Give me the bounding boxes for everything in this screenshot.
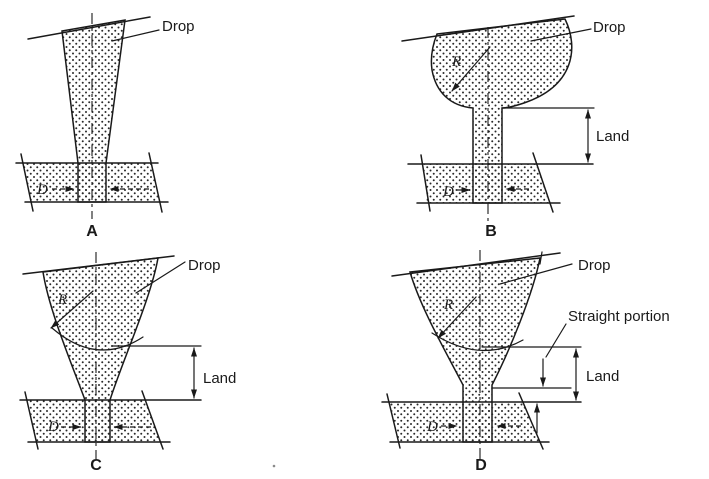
plate-right-edge	[148, 152, 163, 213]
mold-plate	[424, 164, 549, 203]
drop-leader-line	[135, 261, 186, 294]
mold-plate	[28, 400, 160, 442]
diameter-label: D	[36, 182, 48, 198]
drop-label: Drop	[593, 19, 626, 36]
plate-left-edge	[420, 154, 431, 212]
drop-leader-line	[530, 28, 592, 42]
straight-portion-label: Straight portion	[568, 308, 670, 325]
drop-label: Drop	[162, 18, 195, 35]
radius-arc	[51, 327, 144, 351]
plate-left-edge	[386, 393, 401, 449]
parting-surface-line	[27, 16, 151, 40]
drop-edge-tick	[539, 251, 543, 265]
panel-letter: A	[86, 223, 98, 240]
panel-letter: D	[475, 457, 487, 474]
mold-plate	[390, 402, 540, 442]
drop-leader-line	[499, 263, 573, 285]
plate-right-edge	[141, 390, 164, 450]
diameter-label: D	[426, 419, 438, 435]
parting-surface-line	[22, 255, 175, 275]
drop-label: Drop	[188, 257, 221, 274]
stray-mark	[272, 464, 276, 468]
panel-c: Drop R Land D C	[19, 252, 276, 474]
radius-label: R	[451, 54, 461, 70]
radius-label: R	[57, 292, 67, 308]
radius-arc	[431, 332, 524, 352]
panel-b: Drop R Land D B	[401, 15, 629, 240]
drop-leader-line	[111, 29, 160, 42]
land-label: Land	[596, 128, 629, 145]
drop-label: Drop	[578, 257, 611, 274]
straight-portion-leader	[545, 323, 567, 358]
diameter-label: D	[442, 184, 454, 200]
plate-left-edge	[24, 391, 39, 450]
plate-right-edge	[532, 152, 554, 213]
radius-label: R	[443, 297, 453, 313]
land-label: Land	[586, 368, 619, 385]
panel-a: Drop D A	[15, 13, 195, 240]
radius-arrow	[437, 296, 477, 339]
diameter-label: D	[47, 419, 59, 435]
land-label: Land	[203, 370, 236, 387]
radius-arrow	[50, 290, 94, 329]
parting-surface-line	[391, 252, 561, 277]
plate-left-edge	[20, 153, 34, 212]
radius-arrow	[451, 46, 491, 92]
panel-letter: B	[485, 223, 497, 240]
plate-right-edge	[518, 392, 544, 450]
panel-d: Drop Straight portion R Land D D	[381, 250, 670, 474]
panel-letter: C	[90, 457, 102, 474]
